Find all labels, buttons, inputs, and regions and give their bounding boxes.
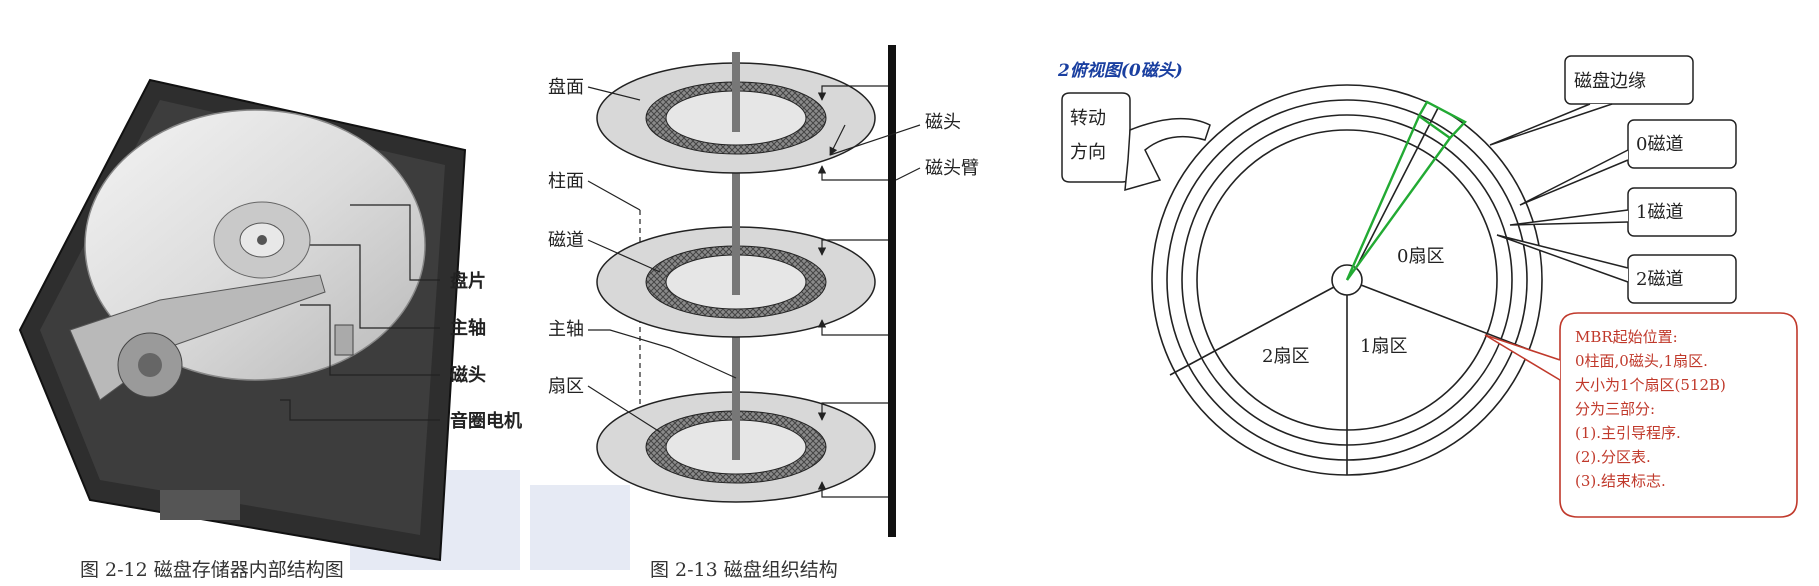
callout-track1 <box>1509 187 1737 237</box>
top-view-disk <box>1151 84 1543 476</box>
sector-divider-2 <box>1360 284 1531 351</box>
label-platter: 盘片 <box>450 270 486 292</box>
hdd-illustration <box>18 78 467 562</box>
sector-divider-4 <box>1169 286 1335 376</box>
label-sector-1: 1扇区 <box>1360 336 1407 357</box>
mbr-note-callout <box>1484 312 1798 518</box>
mbr-note-line-6: (2).分区表. <box>1575 448 1651 466</box>
mbr-note-line-3: 大小为1个扇区(512B) <box>1575 376 1726 394</box>
mbr-sector-highlight <box>1345 100 1467 281</box>
mbr-note-line-2: 0柱面,0磁头,1扇区. <box>1575 352 1708 370</box>
label-head-2: 磁头 <box>925 112 961 133</box>
rotation-callout <box>1061 92 1211 192</box>
label-head: 磁头 <box>450 364 486 386</box>
rotation-label-line2: 方向 <box>1070 142 1106 163</box>
rotation-label-line1: 转动 <box>1070 108 1106 129</box>
figure2-caption: 图 2-13 磁盘组织结构 <box>650 559 838 581</box>
mbr-note-line-4: 分为三部分: <box>1575 400 1655 418</box>
label-spindle: 主轴 <box>450 317 486 339</box>
label-sector-0: 0扇区 <box>1397 246 1444 267</box>
label-disk-edge: 磁盘边缘 <box>1574 71 1646 92</box>
label-sector: 扇区 <box>548 376 584 397</box>
label-sector-2: 2扇区 <box>1262 346 1309 367</box>
callout-disk-edge <box>1489 55 1694 146</box>
label-track: 磁道 <box>548 230 584 251</box>
label-track0: 0磁道 <box>1636 134 1683 155</box>
sector-divider-1 <box>1355 107 1439 269</box>
label-surface: 盘面 <box>548 77 584 98</box>
mbr-note-line-7: (3).结束标志. <box>1575 472 1666 490</box>
label-voice-coil-motor: 音圈电机 <box>450 410 522 432</box>
head-arm-bar <box>888 45 896 537</box>
mbr-note-line-5: (1).主引导程序. <box>1575 424 1681 442</box>
figure3-title: 2俯视图(0磁头) <box>1057 61 1183 81</box>
rotation-arrow-icon <box>1124 117 1211 192</box>
callout-track0 <box>1519 119 1737 206</box>
figure1-caption: 图 2-12 磁盘存储器内部结构图 <box>80 559 344 581</box>
label-head-arm: 磁头臂 <box>925 158 979 179</box>
callout-track2 <box>1496 234 1737 304</box>
disk-organization-diagram <box>587 45 921 537</box>
label-spindle-2: 主轴 <box>548 319 584 340</box>
label-cylinder: 柱面 <box>548 171 584 192</box>
mbr-note-line-1: MBR起始位置: <box>1575 328 1678 346</box>
label-track1: 1磁道 <box>1636 202 1683 223</box>
label-track2: 2磁道 <box>1636 269 1683 290</box>
